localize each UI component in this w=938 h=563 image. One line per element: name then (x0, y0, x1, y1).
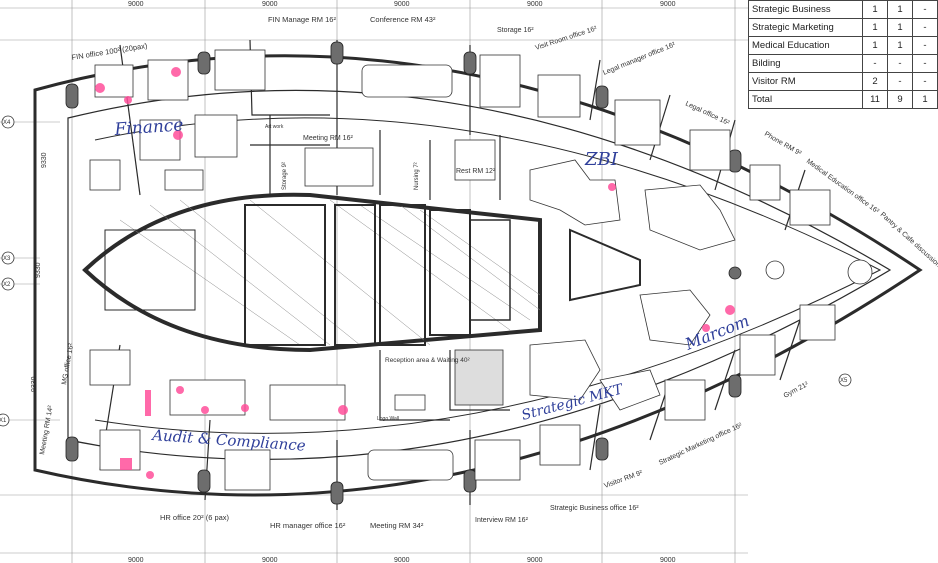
row-name: Visitor RM (748, 72, 863, 91)
table-row: Strategic Marketing 1 1 - (748, 18, 938, 37)
table-row: Total 11 9 1 (748, 90, 938, 109)
grid-marker-x3: X3 (1, 251, 15, 265)
grid-marker-x5: X5 (838, 373, 852, 387)
svg-text:X2: X2 (3, 282, 11, 288)
dim-left-2: 9330 (35, 262, 42, 278)
row-name: Total (748, 90, 863, 109)
row-count-c: - (912, 18, 938, 37)
label-conference: Conference RM 43² (370, 15, 436, 24)
row-count-c: - (912, 54, 938, 73)
row-count-b: 1 (887, 36, 913, 55)
label-meeting-small: Meeting RM 16² (303, 135, 353, 142)
row-count-c: - (912, 72, 938, 91)
row-count-b: 9 (887, 90, 913, 109)
dim-top-1: 9000 (128, 1, 144, 8)
grid-marker-x4: X4 (1, 115, 15, 129)
columns (65, 41, 742, 505)
handwritten-finance: Finance (113, 115, 184, 140)
label-strategic-business: Strategic Business office 16² (550, 505, 639, 512)
dim-bottom-3: 9000 (394, 557, 410, 563)
row-count-b: 1 (887, 0, 913, 19)
dim-top-3: 9000 (394, 1, 410, 8)
row-name: Strategic Business (748, 0, 863, 19)
table-row: Bilding - - - (748, 54, 938, 73)
furniture (89, 49, 873, 491)
handwritten-zbi: ZBI (584, 149, 619, 170)
label-visit-room: Visit Room office 16² (534, 25, 598, 52)
label-visitor: Visitor RM 9² (603, 469, 644, 490)
dim-top-5: 9000 (660, 1, 676, 8)
label-pantry: Pantry & Cafe discussion area (879, 211, 938, 279)
label-mg-office: MG office 16² (61, 342, 75, 385)
label-gym: Gym 21² (783, 381, 811, 400)
building-outline (33, 54, 923, 497)
label-strategic-marketing: Strategic Marketing office 16² (658, 422, 744, 467)
row-count-b: - (887, 54, 913, 73)
dim-bottom-4: 9000 (527, 557, 543, 563)
row-count-a: 1 (862, 18, 888, 37)
row-count-c: 1 (912, 90, 938, 109)
label-art-work: Art work (265, 124, 284, 130)
label-meeting-left: Meeting RM 14² (39, 404, 55, 455)
label-nursing: Nursing 7² (414, 162, 420, 190)
svg-text:X3: X3 (3, 256, 11, 262)
dim-top-2: 9000 (262, 1, 278, 8)
row-count-a: - (862, 54, 888, 73)
label-logo: Logo Wall (377, 416, 399, 422)
dim-top-4: 9000 (527, 1, 543, 8)
svg-text:X1: X1 (0, 418, 7, 424)
row-count-a: 1 (862, 36, 888, 55)
top-dimensions: 9000 9000 9000 9000 9000 (128, 1, 676, 8)
label-rest: Rest RM 12² (456, 168, 496, 175)
label-hr-office: HR office 20² (6 pax) (160, 513, 230, 522)
label-legal-manager: Legal manager office 16² (602, 41, 677, 77)
svg-text:X4: X4 (3, 120, 11, 126)
row-name: Bilding (748, 54, 863, 73)
label-legal-office: Legal office 16² (684, 100, 731, 127)
grid-marker-x1: X1 (0, 413, 10, 427)
row-count-a: 11 (862, 90, 888, 109)
row-count-c: - (912, 36, 938, 55)
row-count-a: 2 (862, 72, 888, 91)
label-meeting-bottom: Meeting RM 34² (370, 521, 424, 530)
svg-text:X5: X5 (840, 378, 848, 384)
label-phone: Phone RM 9² (763, 131, 803, 158)
row-name: Strategic Marketing (748, 18, 863, 37)
label-hr-manager: HR manager office 16² (270, 521, 346, 530)
label-storage-small: Storage 9² (282, 162, 288, 190)
dim-bottom-2: 9000 (262, 557, 278, 563)
bottom-dimensions: 9000 9000 9000 9000 9000 (128, 557, 676, 563)
grid-marker-x2: X2 (1, 277, 15, 291)
table-row: Strategic Business 1 1 - (748, 0, 938, 19)
row-count-a: 1 (862, 0, 888, 19)
label-storage: Storage 16² (497, 27, 534, 34)
dim-bottom-1: 9000 (128, 557, 144, 563)
central-core (82, 192, 641, 353)
label-fin-office: FIN office 100² (20pax) (71, 41, 149, 62)
row-count-b: - (887, 72, 913, 91)
dim-bottom-5: 9000 (660, 557, 676, 563)
label-fin-manage: FIN Manage RM 16² (268, 15, 336, 24)
dim-left-1: 9330 (41, 152, 48, 168)
table-row: Visitor RM 2 - - (748, 72, 938, 91)
row-count-c: - (912, 0, 938, 19)
seat-count-table: Strategic Business 1 1 - Strategic Marke… (748, 0, 938, 109)
occupancy-markers (95, 67, 735, 479)
table-row: Medical Education 1 1 - (748, 36, 938, 55)
label-reception: Reception area & Waiting 40² (385, 357, 471, 364)
label-interview: Interview RM 16² (475, 517, 529, 524)
row-count-b: 1 (887, 18, 913, 37)
row-name: Medical Education (748, 36, 863, 55)
